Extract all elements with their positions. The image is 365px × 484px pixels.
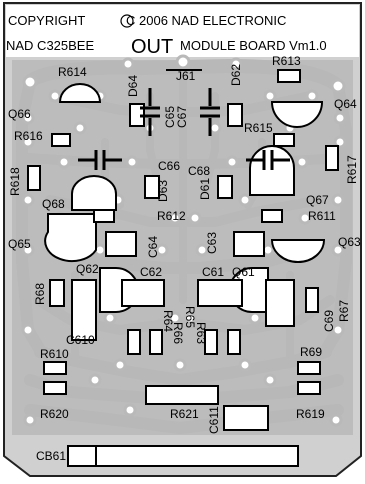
r619-body — [297, 381, 321, 395]
r69-body — [297, 361, 321, 375]
label-r63: R63 — [194, 322, 208, 344]
label-d64: D64 — [126, 75, 140, 97]
r617-body — [325, 145, 339, 171]
out-text: OUT — [131, 36, 173, 58]
d63-body — [144, 175, 160, 199]
c69-body — [265, 279, 295, 327]
label-r615: R615 — [244, 121, 273, 135]
d61-body — [217, 175, 233, 199]
label-q61: Q61 — [232, 265, 255, 279]
label-r614: R614 — [58, 65, 87, 79]
c611-body — [223, 405, 269, 431]
label-r69: R69 — [300, 345, 322, 359]
q66-outline — [58, 83, 102, 103]
r618-body — [27, 165, 41, 191]
model-text: NAD C325BEE — [6, 38, 94, 53]
r615-body — [273, 133, 295, 147]
c610-body — [71, 279, 97, 341]
copyright-symbol-icon — [120, 14, 134, 28]
label-r612: R612 — [157, 209, 186, 223]
label-r611: R611 — [308, 209, 336, 223]
label-q63: Q63 — [338, 235, 361, 249]
q68-outline — [71, 175, 117, 211]
transistors — [44, 83, 326, 313]
label-q68: Q68 — [42, 197, 65, 211]
r613-body — [277, 69, 301, 83]
label-c62: C62 — [140, 265, 162, 279]
label-c68: C68 — [188, 164, 210, 178]
capacitor-symbols — [78, 88, 290, 170]
r611-body — [261, 209, 283, 223]
label-c66: C66 — [158, 159, 180, 173]
q63-outline — [270, 239, 326, 263]
r68-body — [49, 279, 65, 307]
label-r621: R621 — [170, 407, 199, 421]
c64-body — [105, 231, 137, 257]
label-r610: R610 — [40, 347, 69, 361]
label-r613: R613 — [272, 54, 301, 68]
label-c67: C67 — [175, 106, 189, 128]
r616-body — [51, 133, 71, 147]
label-q62: Q62 — [76, 262, 99, 276]
label-r618: R618 — [8, 167, 22, 196]
label-r66: R66 — [171, 322, 185, 344]
label-r64: R64 — [161, 310, 175, 332]
copyright-rest-text: C 2006 NAD ELECTRONIC — [126, 13, 286, 28]
c62-body — [121, 279, 165, 307]
label-q67: Q67 — [306, 193, 329, 207]
resistors — [27, 69, 339, 431]
label-c64: C64 — [146, 236, 160, 258]
r620-body — [43, 381, 67, 395]
q64-outline — [270, 101, 324, 128]
r64-body — [127, 329, 141, 355]
label-c63: C63 — [205, 232, 219, 254]
label-r620: R620 — [40, 407, 69, 421]
cb61-connector — [67, 445, 299, 467]
header-area — [6, 5, 359, 57]
label-q66: Q66 — [8, 107, 31, 121]
label-d63: D63 — [156, 180, 170, 202]
label-r65: R65 — [183, 306, 197, 328]
label-c611: C611 — [207, 406, 221, 434]
r621-body — [145, 385, 219, 405]
r610-body — [43, 361, 67, 375]
label-r619: R619 — [296, 407, 325, 421]
label-q65: Q65 — [8, 237, 31, 251]
label-c65: C65 — [163, 106, 177, 128]
label-r616: R616 — [14, 129, 43, 143]
r66-body — [149, 329, 163, 355]
d62-body — [227, 103, 243, 127]
label-d61: D61 — [198, 178, 212, 200]
label-d62: D62 — [229, 64, 243, 86]
r65-body — [204, 329, 218, 355]
r67-body — [305, 287, 319, 313]
label-r68: R68 — [33, 283, 47, 305]
label-j61: J61 — [176, 69, 196, 83]
copyright-text: COPYRIGHT — [8, 13, 85, 28]
c63-body — [233, 231, 265, 257]
label-c610: C610 — [66, 333, 95, 347]
label-r67: R67 — [337, 300, 351, 322]
board-title: COPYRIGHT C 2006 NAD ELECTRONIC NAD C325… — [6, 13, 327, 58]
c61-body — [197, 279, 243, 307]
label-c61: C61 — [202, 265, 224, 279]
label-r617: R617 — [345, 155, 359, 184]
q65-outline — [44, 213, 97, 263]
label-q64: Q64 — [334, 97, 357, 111]
label-cb61: CB61 — [36, 449, 66, 463]
label-c69: C69 — [322, 310, 336, 332]
r612-body — [93, 209, 115, 223]
module-text: MODULE BOARD Vm1.0 — [180, 38, 327, 53]
r63-body — [227, 329, 241, 355]
component-labels: R614 Q66 R616 R618 D64 J61 C65 C67 D62 R… — [8, 54, 361, 463]
